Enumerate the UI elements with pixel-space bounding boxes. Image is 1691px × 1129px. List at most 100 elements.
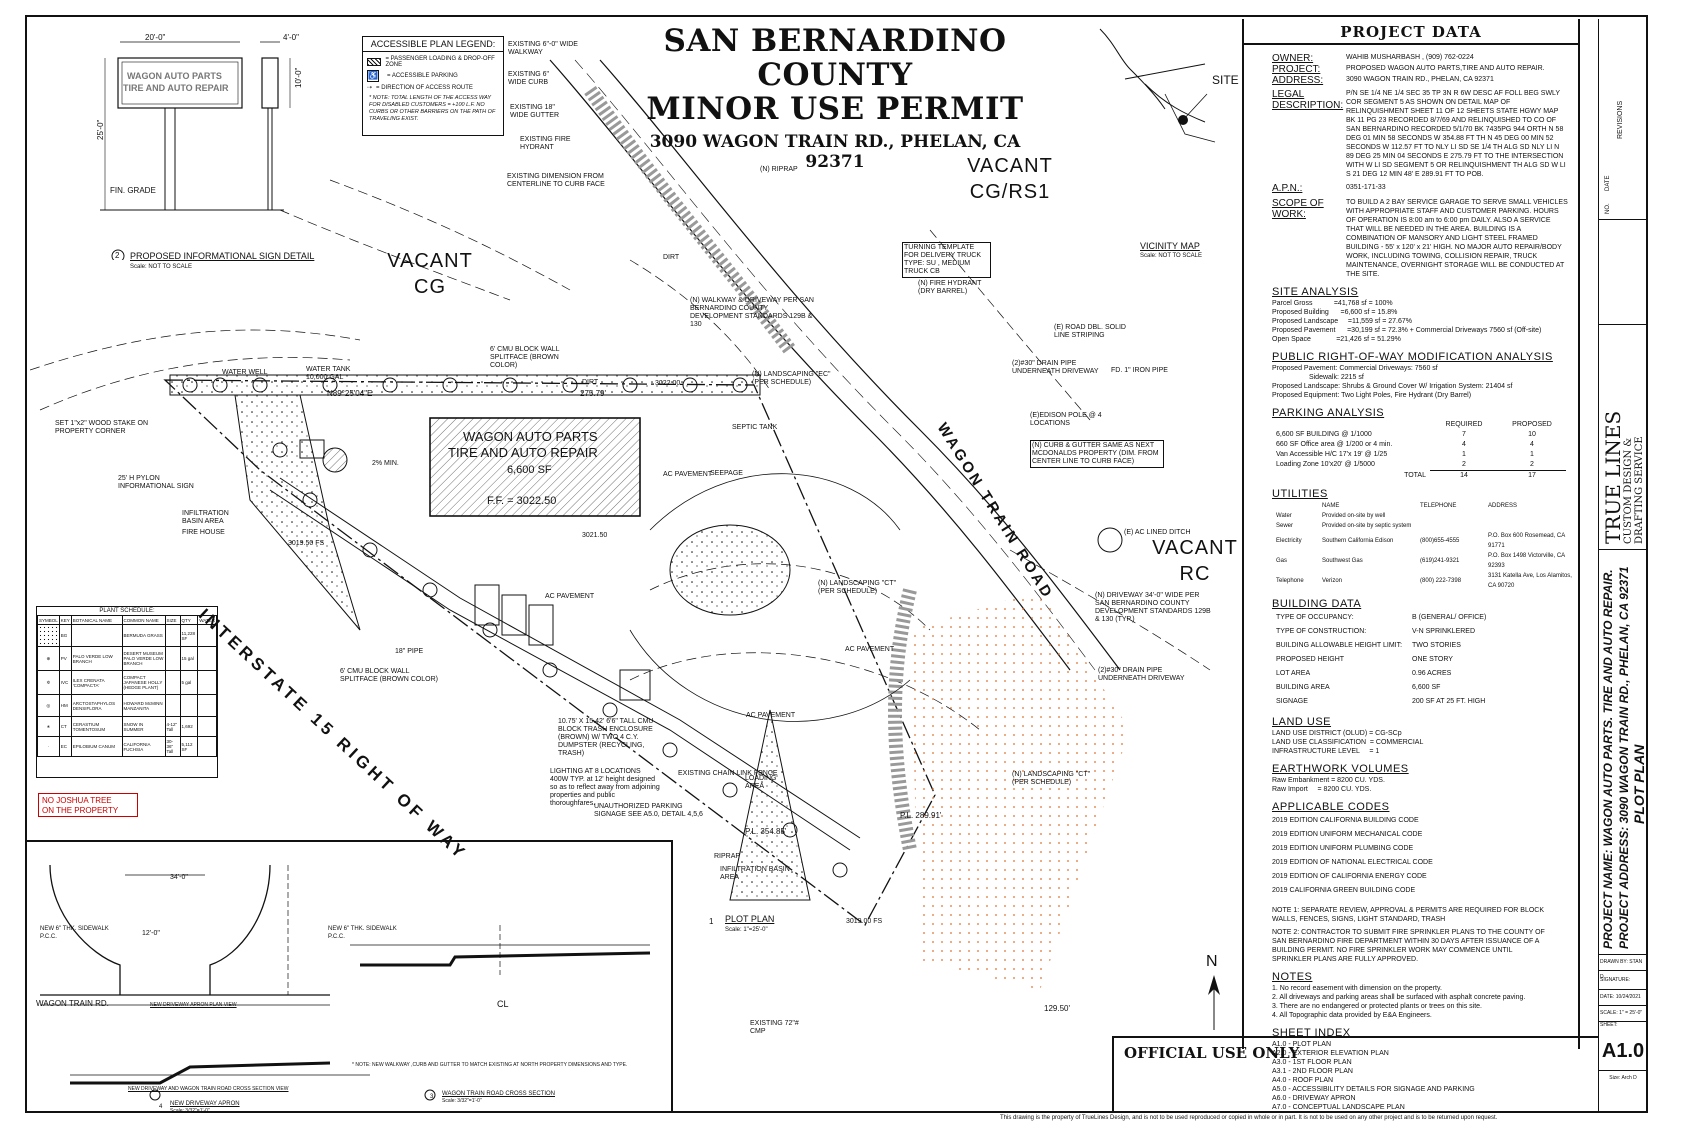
ps-cell: [164, 670, 181, 695]
callout-drain-pipe-north: (2)#30" DRAIN PIPE UNDERNEATH DRIVEWAY: [1012, 360, 1099, 375]
legal-value: P/N SE 1/4 NE 1/4 SEC 35 TP 3N R 6W DESC…: [1346, 90, 1566, 178]
loading-zone-icon: [367, 58, 382, 66]
bd-cell: 0.96 ACRES: [1412, 670, 1452, 677]
official-use-label: OFFICIAL USE ONLY: [1124, 1044, 1300, 1062]
apron-sec-scale: Scale: 3/32"=1'-0": [170, 1108, 210, 1114]
sign-line2: TIRE AND AUTO REPAIR: [123, 83, 229, 93]
building-name2: TIRE AND AUTO REPAIR: [448, 445, 598, 460]
sheet-info-block: DRAWN BY: STAN D. SIGNATURE: DATE: 10/24…: [1598, 955, 1648, 1113]
zone-vacant-cg: VACANT CG: [387, 250, 473, 298]
util-cell: [1484, 521, 1578, 531]
table-row: ◎ HM ARCTOSTAPHYLOS DENSIFLORA HOWARD Mc…: [37, 694, 217, 717]
owner-label: OWNER:: [1272, 53, 1314, 64]
ps-cell: [164, 624, 181, 647]
callout-landscape-ec: (N) LANDSCAPING "EC" (PER SCHEDULE): [752, 371, 831, 386]
callout-riprap-2: RIPRAP: [714, 853, 741, 860]
accessible-legend: ACCESSIBLE PLAN LEGEND: = PASSENGER LOAD…: [362, 36, 504, 136]
util-cell: (800)655-4555: [1420, 538, 1460, 544]
scope-value: TO BUILD A 2 BAY SERVICE GARAGE TO SERVE…: [1346, 199, 1568, 278]
legal-label: LEGAL DESCRIPTION:: [1272, 89, 1344, 111]
ps-cell: BERMUDA GRASS: [121, 624, 166, 647]
table-row: TYPE OF CONSTRUCTION:V-N SPRINKLERED: [1272, 625, 1490, 639]
ps-cell: ILEX CRENATA 'COMPACTA': [70, 670, 123, 695]
sheet-number: A1.0: [1598, 1032, 1648, 1071]
util-cell: Telephone: [1276, 578, 1304, 584]
elev-3022-00: 3022.00: [655, 380, 681, 387]
callout-infiltration-south: INFILTRATION BASIN AREA: [720, 866, 790, 881]
callout-dirt-2: DIRT: [582, 379, 599, 386]
sheet-index-row: A7.0 - CONCEPTUAL LANDSCAPE PLAN: [1272, 1104, 1405, 1111]
util-cell: [1416, 511, 1484, 521]
row-row: Proposed Landscape: Shrubs & Ground Cove…: [1272, 383, 1513, 390]
table-row: BG BERMUDA GRASS 11,228 SF: [37, 624, 217, 647]
callout-driveway-34: (N) DRIVEWAY 34'-0" WIDE PER SAN BERNARD…: [1095, 592, 1211, 623]
util-cell: (619)241-9321: [1420, 558, 1460, 564]
row-row: Proposed Equipment: Two Light Poles, Fir…: [1272, 392, 1472, 399]
site-row: Open Space =21,426 sf = 51.29%: [1272, 336, 1401, 343]
ps-head-water: WATER: [197, 615, 217, 625]
row-row: Proposed Pavement: Commercial Driveways:…: [1272, 365, 1438, 372]
road-centerline: CL: [497, 999, 509, 1009]
ps-symbol-shrub-icon: ✲: [37, 670, 60, 695]
pk-cell: 2: [1430, 460, 1498, 471]
bd-cell: SIGNAGE: [1276, 698, 1308, 705]
north-label: N: [1206, 953, 1218, 970]
ps-head-common: COMMON NAME: [121, 615, 166, 625]
callout-lighting: LIGHTING AT 8 LOCATIONS 400W TYP. at 12'…: [550, 768, 660, 807]
firm-line3: DRAFTING SERVICE: [1634, 436, 1645, 544]
sheet-size: Size: Arch D: [1609, 1075, 1637, 1081]
codes-title: APPLICABLE CODES: [1272, 801, 1390, 813]
code-row: 2019 CALIFORNIA GREEN BUILDING CODE: [1272, 887, 1416, 894]
parking-head-proposed: PROPOSED: [1512, 421, 1552, 428]
bd-cell: B (GENERAL/ OFFICE): [1412, 614, 1487, 621]
callout-septic: SEPTIC TANK: [732, 424, 778, 431]
apron-sec-number: 4: [159, 1104, 163, 1110]
code-row: 2019 EDITION OF NATIONAL ELECTRICAL CODE: [1272, 859, 1433, 866]
code-row: 2019 EDITION OF CALIFORNIA ENERGY CODE: [1272, 873, 1427, 880]
utilities-title: UTILITIES: [1272, 488, 1328, 500]
vicinity-map: [1099, 28, 1216, 143]
util-cell: P.O. Box 600 Rosemead, CA 91771: [1488, 533, 1565, 549]
ps-cell: 15 gal: [179, 646, 199, 671]
table-row: ∗ CT CERASTIUM TOMENTOSUM SNOW IN SUMMER…: [37, 716, 217, 737]
road-sec-scale: Scale: 3/32"=1'-0": [442, 1098, 482, 1104]
callout-riprap-1: (N) RIPRAP: [760, 166, 798, 173]
callout-unauthorized-parking: UNAUTHORIZED PARKING SIGNAGE SEE A5.0, D…: [594, 803, 703, 818]
callout-cmu-wall-north: 6' CMU BLOCK WALL SPLITFACE (BROWN COLOR…: [490, 346, 560, 369]
table-row: ✲ IVC ILEX CRENATA 'COMPACTA' COMPACT JA…: [37, 670, 217, 695]
ps-cell: [197, 670, 217, 695]
vicinity-caption: VICINITY MAP: [1140, 241, 1200, 251]
callout-water-well: WATER WELL: [222, 369, 268, 376]
callout-edison-pole: (E)EDISON POLE @ 4 LOCATIONS: [1030, 412, 1102, 427]
title-line2: MINOR USE PERMIT: [646, 91, 1024, 127]
dim-south-pl: P.L. 354.85': [745, 827, 787, 836]
callout-cmp: EXISTING 72"# CMP: [750, 1020, 799, 1035]
plant-schedule-title: PLANT SCHEDULE:: [99, 608, 155, 614]
ps-symbol-dots: [37, 624, 60, 647]
callout-existing-curb: EXISTING 6" WIDE CURB: [508, 71, 549, 86]
ps-cell: [179, 694, 199, 717]
ps-symbol-star-icon: ∗: [37, 716, 60, 737]
signature: SIGNATURE:: [1598, 971, 1648, 990]
pk-cell: 1: [1530, 451, 1534, 458]
site-analysis-title: SITE ANALYSIS: [1272, 286, 1359, 298]
ps-cell: EPILOBIUM CANUM: [70, 736, 123, 757]
callout-fire-house: FIRE HOUSE: [182, 529, 225, 536]
sign-detail-scale: Scale: NOT TO SCALE: [130, 264, 193, 270]
util-head-name: NAME: [1322, 503, 1340, 509]
apron-plan-caption: NEW DRIVEWAY APRON PLAN VIEW: [150, 1002, 237, 1008]
callout-dirt-1: DIRT: [663, 254, 680, 261]
util-cell: Southern California Edison: [1322, 538, 1394, 544]
sheet-date: DATE: 10/24/2021: [1598, 990, 1648, 1006]
ps-cell: HOWARD McMINN MANZANITA: [121, 694, 166, 717]
building-ff: F.F. = 3022.50: [487, 495, 557, 507]
callout-existing-walkway: EXISTING 6"-0" WIDE WALKWAY: [508, 41, 578, 56]
north-arrow-icon: [1208, 975, 1220, 1030]
util-cell: (800) 222-7398: [1420, 578, 1462, 584]
joshua-tree-note: NO JOSHUA TREE ON THE PROPERTY: [38, 793, 138, 817]
